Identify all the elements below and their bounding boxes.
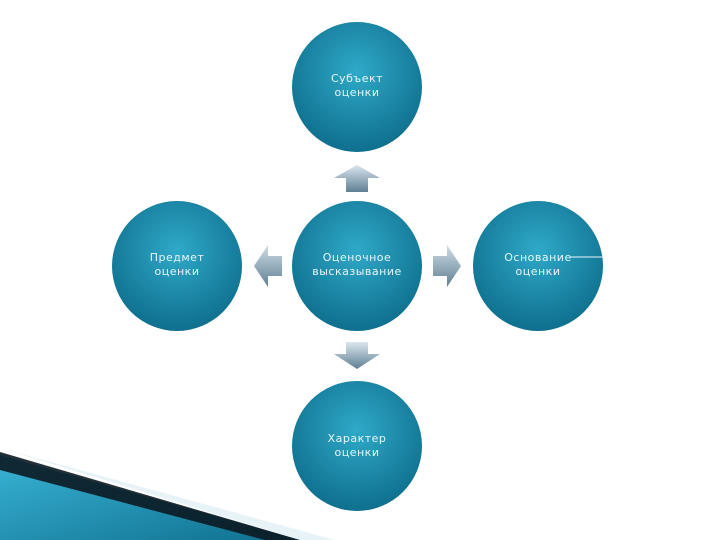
node-left: Предмет оценки [112, 201, 242, 331]
node-center-label-1: Оценочное [323, 251, 392, 264]
node-left-label-1: Предмет [150, 251, 205, 264]
arrow-left-icon [254, 245, 282, 287]
node-right-label-1: Основание [504, 251, 571, 264]
node-top-label-2: оценки [335, 86, 380, 99]
node-bottom-label-2: оценки [335, 446, 380, 459]
node-center-label-2: высказывание [312, 265, 401, 278]
corner-decoration [0, 448, 335, 540]
arrow-down-icon [334, 342, 380, 369]
node-right: Основание оценки [473, 201, 603, 331]
node-top: Субъект оценки [292, 22, 422, 152]
node-bottom: Характер оценки [292, 381, 422, 511]
node-top-label-1: Субъект [331, 72, 383, 85]
arrow-right-icon [433, 245, 461, 287]
node-center: Оценочное высказывание [292, 201, 422, 331]
arrow-up-icon [334, 165, 380, 192]
node-bottom-label-1: Характер [328, 432, 387, 445]
node-left-label-2: оценки [155, 265, 200, 278]
node-right-label-2: оценки [516, 265, 561, 278]
